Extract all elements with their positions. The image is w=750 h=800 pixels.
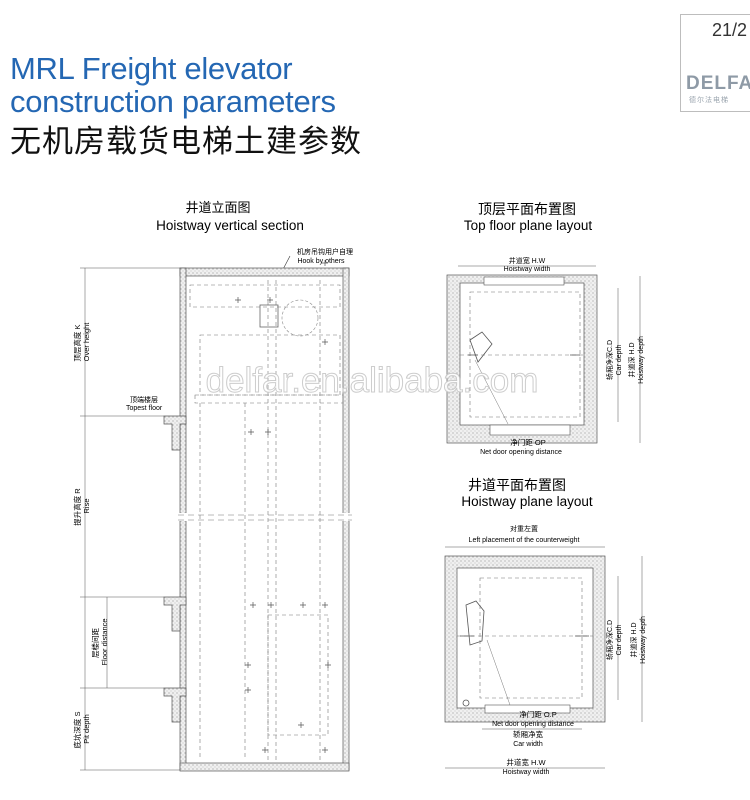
hoistway-plan-title-cn: 井道平面布置图 xyxy=(468,477,566,493)
hoistway-plan-title-en: Hoistway plane layout xyxy=(461,494,593,509)
hp-cw-en: Car width xyxy=(513,741,543,748)
top-hw-cn: 井道宽 H.W xyxy=(509,256,546,265)
top-hw-en: Hoistway width xyxy=(504,266,551,273)
page-badge xyxy=(680,14,750,112)
over-height-en: Over height xyxy=(82,322,91,362)
top-op-cn: 净门距 OP xyxy=(510,437,545,447)
vertical-section-drawing: 井道立面图 Hoistway vertical section 机房吊钩用户自理… xyxy=(72,200,353,772)
rise-label: 提升高度 R Rise xyxy=(72,486,91,526)
over-height-label: 顶层高度 K Over height xyxy=(72,322,91,362)
hp-op-en: Net door opening distance xyxy=(492,721,574,728)
top-op-en: Net door opening distance xyxy=(480,449,562,456)
section-title-en: Hoistway vertical section xyxy=(156,218,304,233)
brand-logo-sub: 德尔法电梯 xyxy=(689,97,729,104)
pit-depth-label: 底坑深度 S Pit depth xyxy=(72,709,91,748)
top-plan-title-cn: 顶层平面布置图 xyxy=(478,201,576,217)
over-height-cn: 顶层高度 K xyxy=(72,325,82,362)
cw-en: Left placement of the counterweight xyxy=(469,537,580,544)
title-en-line2: construction parameters xyxy=(10,84,336,119)
hoistway-plan-drawing: 井道平面布置图 Hoistway plane layout 对重左置 Left … xyxy=(444,477,647,776)
title-en-line1: MRL Freight elevator xyxy=(10,51,293,86)
hp-hw-en: Hoistway width xyxy=(503,769,550,776)
topest-floor-en: Topest floor xyxy=(126,405,163,412)
hook-label-cn: 机房吊钩用户自理 xyxy=(297,247,353,256)
hp-hw-cn: 井道宽 H.W xyxy=(506,757,546,767)
top-plan-title-en: Top floor plane layout xyxy=(464,218,593,233)
section-title-cn: 井道立面图 xyxy=(185,200,250,215)
hp-cw-cn: 轿厢净宽 xyxy=(513,729,543,739)
topest-floor-cn: 顶端楼层 xyxy=(130,395,158,404)
title-cn: 无机房载货电梯土建参数 xyxy=(10,124,362,160)
page-number: 21/2 xyxy=(712,20,748,40)
cw-cn: 对重左置 xyxy=(510,524,538,533)
hp-op-cn: 净门距 O.P xyxy=(519,709,557,719)
watermark: delfar.en.alibaba.com xyxy=(206,361,539,400)
hook-label-en: Hook by others xyxy=(297,258,345,265)
top-floor-plan-drawing: 顶层平面布置图 Top floor plane layout 井道宽 H.W H… xyxy=(446,201,645,456)
floor-distance-label: 层楼间距 Floor distance xyxy=(90,618,109,665)
brand-logo: DELFA xyxy=(686,73,750,94)
